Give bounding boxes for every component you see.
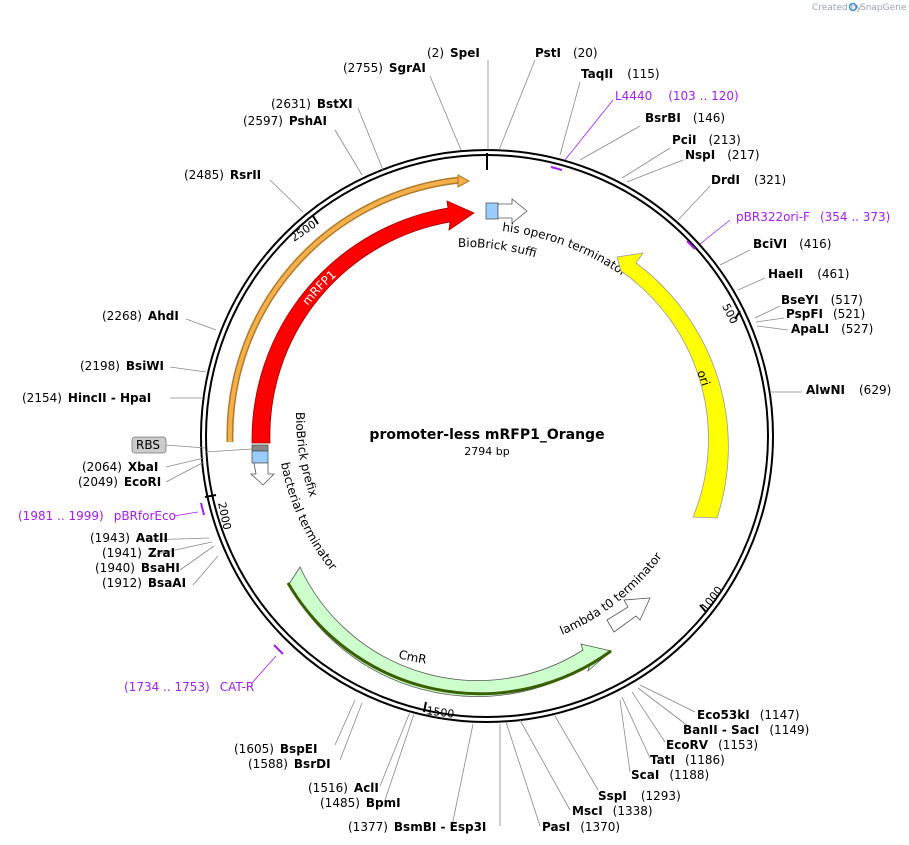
site-pcii[interactable]: PciI(213) bbox=[672, 133, 741, 147]
site-acli[interactable]: (1516)AclI bbox=[308, 781, 379, 795]
site-psti[interactable]: PstI(20) bbox=[535, 46, 598, 60]
leader-lines bbox=[146, 59, 802, 827]
site-apali[interactable]: ApaLI(527) bbox=[791, 322, 873, 336]
rbs-leader-inner bbox=[204, 448, 253, 453]
site-bstxi[interactable]: (2631)BstXI bbox=[271, 97, 353, 111]
site-pasi[interactable]: PasI(1370) bbox=[542, 820, 620, 834]
orange-feature-arrowhead bbox=[457, 174, 471, 188]
site-ecorv[interactable]: EcoRV(1153) bbox=[666, 738, 758, 752]
site-drdi[interactable]: DrdI(321) bbox=[711, 173, 786, 187]
mrfp1-feature[interactable] bbox=[251, 200, 475, 444]
site-bseyi[interactable]: BseYI(517) bbox=[781, 293, 863, 307]
site-bcivi[interactable]: BciVI(416) bbox=[753, 237, 831, 251]
credit-brand: SnapGene bbox=[860, 3, 907, 13]
site-zrai[interactable]: (1941)ZraI bbox=[102, 546, 175, 560]
backbone-outer bbox=[200, 149, 774, 723]
site-bsahi[interactable]: (1940)BsaHI bbox=[95, 561, 180, 575]
rbs-leader bbox=[165, 444, 206, 449]
site-aatii[interactable]: (1943)AatII bbox=[90, 531, 168, 545]
site-ahdi[interactable]: (2268)AhdI bbox=[102, 309, 179, 323]
site-haeii[interactable]: HaeII(461) bbox=[768, 267, 850, 281]
rbs-label: RBS bbox=[136, 438, 160, 452]
primer-marks bbox=[173, 99, 731, 684]
site-bsrbi[interactable]: BsrBI(146) bbox=[645, 111, 725, 125]
orange-feature[interactable] bbox=[227, 178, 461, 443]
site-ecori[interactable]: (2049)EcoRI bbox=[78, 475, 161, 489]
tick-2500: 2500 bbox=[288, 218, 318, 245]
primer-pbrforeco[interactable]: (1981 .. 1999)pBRforEco bbox=[18, 509, 176, 523]
site-tati[interactable]: TatI(1186) bbox=[650, 753, 725, 767]
biobrick-suffix-box[interactable] bbox=[485, 202, 499, 220]
site-pshai[interactable]: (2597)PshAI bbox=[243, 114, 327, 128]
tick-1500-mark bbox=[423, 701, 427, 713]
cmr-label: CmR bbox=[397, 647, 427, 666]
site-bspei[interactable]: (1605)BspEI bbox=[234, 742, 317, 756]
bacterial-terminator-arrow[interactable] bbox=[249, 462, 275, 486]
site-bsaai[interactable]: (1912)BsaAI bbox=[102, 576, 186, 590]
site-pspfi[interactable]: PspFI(521) bbox=[786, 307, 865, 321]
site-hincii-hpai[interactable]: (2154)HincII - HpaI bbox=[22, 391, 151, 405]
site-sspi[interactable]: SspI(1293) bbox=[598, 789, 681, 803]
rbs-box[interactable] bbox=[251, 444, 269, 452]
his-terminator-arrow[interactable] bbox=[497, 198, 528, 224]
primer-labels: L4440(103 .. 120) pBR322ori-F(354 .. 373… bbox=[18, 89, 890, 694]
primer-cat-r[interactable]: (1734 .. 1753)CAT-R bbox=[124, 680, 254, 694]
map-length: 2794 bp bbox=[464, 445, 509, 458]
site-rsrii[interactable]: (2485)RsrII bbox=[184, 168, 261, 182]
tick-2000: 2000 bbox=[215, 501, 234, 531]
ori-feature[interactable] bbox=[616, 252, 729, 519]
snapgene-credit: Created by SnapGene bbox=[812, 2, 907, 13]
mrfp1-label: mRFP1 bbox=[299, 267, 338, 307]
enzyme-labels: (2)SpeI PstI(20) (2755)SgrAI TaqII(115) … bbox=[22, 46, 891, 834]
primer-l4440[interactable]: L4440(103 .. 120) bbox=[615, 89, 739, 103]
cmr-underline bbox=[286, 582, 612, 696]
primer-pbr322ori-f[interactable]: pBR322ori-F(354 .. 373) bbox=[736, 210, 890, 224]
site-bsmbi-esp3i[interactable]: (1377)BsmBI - Esp3I bbox=[348, 820, 486, 834]
tick-500: 500 bbox=[719, 301, 740, 326]
ori-label: ori bbox=[694, 368, 712, 388]
snapgene-logo-icon bbox=[848, 2, 858, 12]
credit-text: Created by bbox=[812, 3, 862, 13]
site-banii-saci[interactable]: BanII - SacI(1149) bbox=[683, 723, 809, 737]
site-bsiwi[interactable]: (2198)BsiWI bbox=[80, 359, 164, 373]
tick-1000-mark bbox=[699, 604, 707, 613]
site-alwni[interactable]: AlwNI(629) bbox=[806, 383, 891, 397]
site-msci[interactable]: MscI(1338) bbox=[572, 804, 653, 818]
site-taqii[interactable]: TaqII(115) bbox=[581, 67, 660, 81]
site-eco53ki[interactable]: Eco53kI(1147) bbox=[697, 708, 800, 722]
tick-2000-mark bbox=[204, 494, 217, 498]
tick-1500: 1500 bbox=[426, 704, 456, 721]
lambda-terminator-arrow[interactable] bbox=[606, 597, 651, 633]
biobrick-prefix-box[interactable] bbox=[251, 450, 269, 464]
site-spei[interactable]: (2)SpeI bbox=[427, 46, 480, 60]
site-sgrai[interactable]: (2755)SgrAI bbox=[343, 61, 426, 75]
tick-2500-mark bbox=[312, 215, 319, 225]
map-title: promoter-less mRFP1_Orange bbox=[369, 427, 604, 443]
site-xbai[interactable]: (2064)XbaI bbox=[82, 460, 158, 474]
site-scai[interactable]: ScaI(1188) bbox=[631, 768, 709, 782]
site-nspi[interactable]: NspI(217) bbox=[685, 148, 760, 162]
site-bpmi[interactable]: (1485)BpmI bbox=[320, 796, 401, 810]
site-bsrdi[interactable]: (1588)BsrDI bbox=[248, 757, 331, 771]
tick-500-mark bbox=[734, 310, 741, 320]
